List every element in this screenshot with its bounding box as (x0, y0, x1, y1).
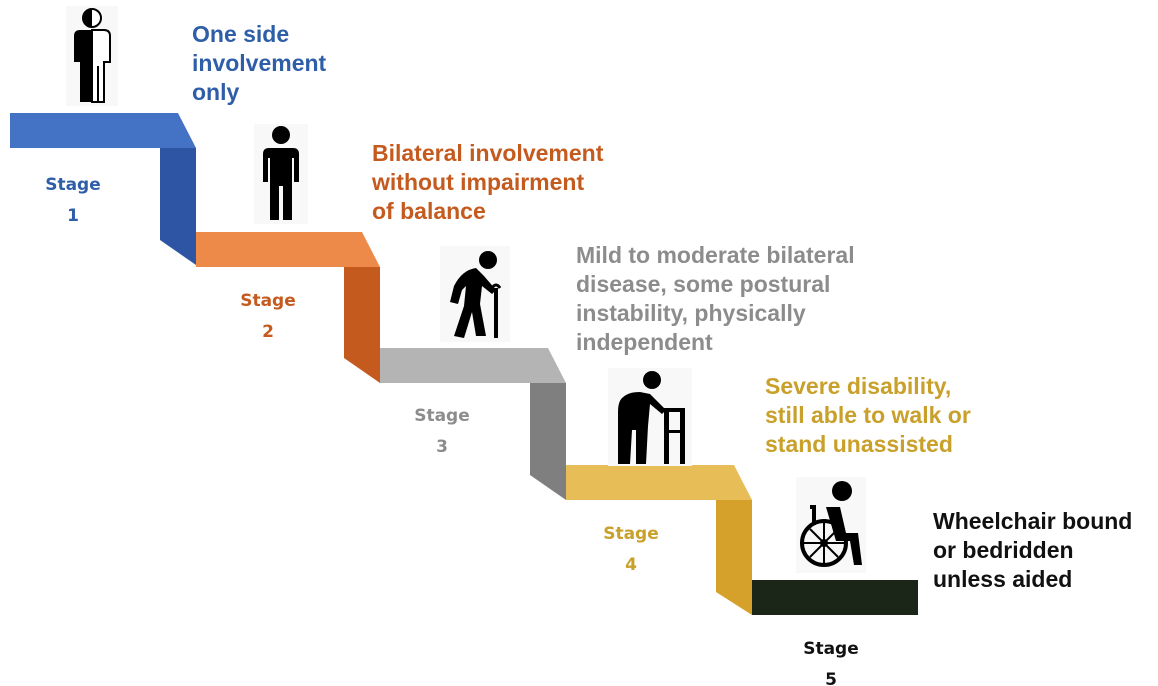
stair-1-riser (160, 148, 196, 265)
stair-1-tread (10, 113, 196, 148)
stair-3-riser (530, 383, 566, 500)
person-with-cane-icon (440, 246, 510, 342)
stair-2-tread (196, 232, 380, 267)
stage-3-label: Stage 3 (414, 406, 470, 457)
stage-4-label: Stage 4 (603, 524, 659, 575)
stage-1-description: One side involvement only (192, 21, 327, 105)
stage-3-description: Mild to moderate bilateral disease, some… (576, 242, 855, 355)
stage-1-label: Stage 1 (45, 175, 101, 226)
half-shaded-person-icon (66, 6, 118, 106)
stair-5-tread (752, 580, 918, 615)
stage-4-description: Severe disability, still able to walk or… (765, 373, 971, 457)
stage-5-description: Wheelchair bound or bedridden unless aid… (933, 508, 1133, 592)
stage-2-description: Bilateral involvement without impairment… (372, 140, 604, 224)
stair-2-riser (344, 267, 380, 383)
wheelchair-icon (796, 477, 866, 573)
stage-2-label: Stage 2 (240, 291, 296, 342)
stair-3-tread (380, 348, 566, 383)
stair-4-tread (566, 465, 752, 500)
person-with-walker-icon (608, 368, 692, 466)
stair-4-riser (716, 500, 752, 615)
stage-5-label: Stage 5 (803, 639, 859, 686)
standing-person-icon (254, 124, 308, 224)
